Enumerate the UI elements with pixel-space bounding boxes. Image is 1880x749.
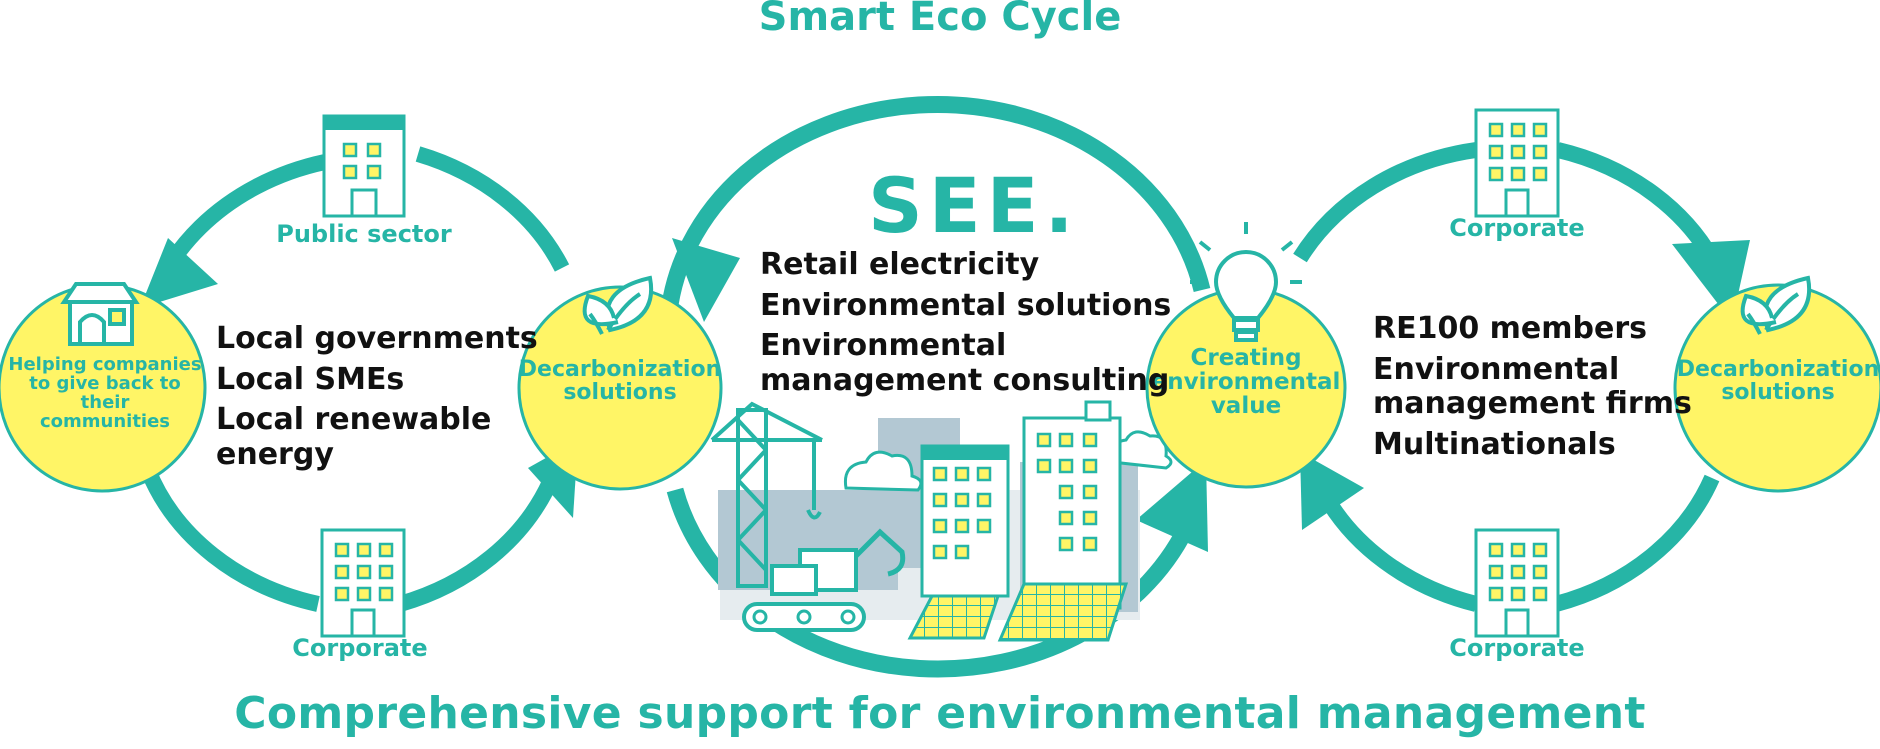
see-logo: SEE.	[868, 161, 1079, 250]
lightbulb-icon	[1190, 222, 1302, 342]
solar-panel-icon	[907, 582, 1129, 642]
cloud-icon	[843, 450, 923, 492]
right-members-list: RE100 members Environmental management f…	[1373, 311, 1692, 468]
arrow-head	[672, 238, 740, 322]
center-services-list: Retail electricity Environmental solutio…	[760, 247, 1172, 404]
building-icon	[320, 528, 406, 638]
building-icon	[1474, 108, 1560, 218]
building-icon	[920, 444, 1010, 598]
member-item: management firms	[1373, 386, 1692, 421]
community-node-line: to give back to their	[29, 372, 181, 413]
decarbonization-node-line: Decarbonization	[1676, 357, 1880, 382]
community-node-line: communities	[39, 410, 171, 432]
service-item: Retail electricity	[760, 247, 1040, 282]
decarbonization-node-line: Decarbonization	[518, 357, 722, 382]
community-node-line: Helping companies	[8, 354, 202, 375]
service-item: management consulting	[760, 362, 1170, 398]
decarbonization-node-line: solutions	[1721, 380, 1835, 406]
diagram-subtitle: Comprehensive support for environmental …	[234, 688, 1646, 739]
community-node-text: Helping companies to give back to their …	[2, 354, 208, 432]
building-icon	[1474, 528, 1560, 638]
node-decarbonization-left	[517, 285, 723, 491]
excavator-icon	[742, 528, 906, 632]
city-illustration	[710, 400, 1173, 642]
building-icon	[1022, 400, 1122, 610]
member-item: Local SMEs	[216, 361, 405, 397]
service-item: Environmental solutions	[760, 287, 1172, 323]
member-item: Local governments	[216, 321, 538, 356]
decarbonization-node-line: solutions	[563, 380, 677, 406]
value-node-line: Creating	[1190, 345, 1302, 371]
decarbonization-node-left-text: Decarbonization solutions	[515, 358, 725, 404]
building-icon	[322, 114, 406, 218]
house-icon	[60, 282, 140, 346]
decarbonization-node-right-text: Decarbonization solutions	[1673, 358, 1880, 404]
value-node-line: value	[1210, 393, 1282, 420]
arrow-head	[1136, 460, 1208, 552]
member-item: Environmental	[1373, 351, 1620, 387]
node-decarbonization-right	[1673, 283, 1880, 493]
member-item: Multinationals	[1373, 426, 1616, 462]
value-node-line: environmental	[1151, 369, 1341, 396]
leaf-icon	[1740, 275, 1812, 335]
arrow-head	[140, 238, 218, 308]
public-sector-label: Public sector	[276, 220, 452, 248]
corporate-label-right-top: Corporate	[1449, 214, 1585, 242]
diagram-title: Smart Eco Cycle	[758, 0, 1122, 40]
service-item: Environmental	[760, 328, 1007, 363]
leaf-icon	[582, 275, 654, 335]
arrow-head	[1300, 452, 1364, 530]
member-item: energy	[216, 436, 334, 472]
crane-icon	[710, 401, 823, 588]
member-item: Local renewable	[216, 402, 492, 437]
member-item: RE100 members	[1373, 311, 1647, 346]
corporate-label-right-bottom: Corporate	[1449, 634, 1585, 662]
corporate-label-left: Corporate	[292, 634, 428, 662]
value-node-text: Creating environmental value	[1146, 345, 1346, 420]
left-members-list: Local governments Local SMEs Local renew…	[216, 321, 538, 478]
